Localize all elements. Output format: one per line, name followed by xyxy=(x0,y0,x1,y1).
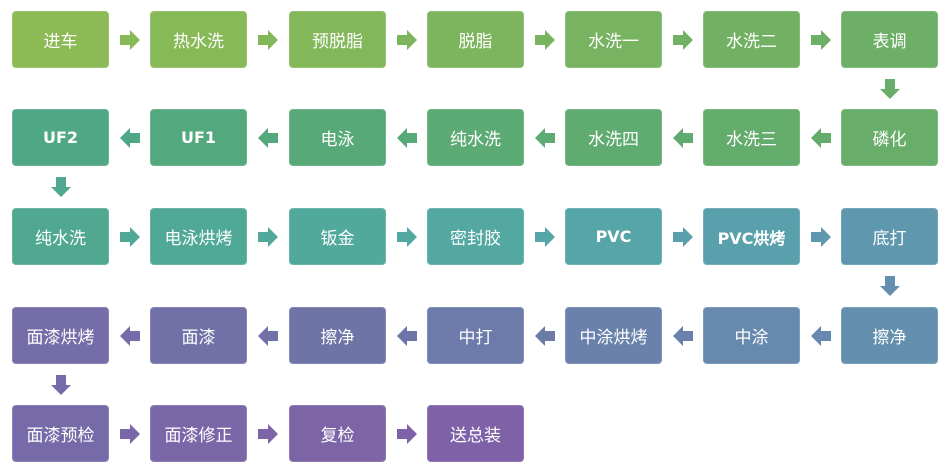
process-step: 纯水洗 xyxy=(12,208,109,265)
arrow-left-icon xyxy=(671,324,695,348)
process-step: 预脱脂 xyxy=(289,11,386,68)
arrow-left-icon xyxy=(118,324,142,348)
arrow-left-icon xyxy=(809,324,833,348)
arrow-left-icon xyxy=(256,126,280,150)
arrow-right-icon xyxy=(533,225,557,249)
process-step: 密封胶 xyxy=(427,208,524,265)
arrow-right-icon xyxy=(809,28,833,52)
process-step: PVC xyxy=(565,208,662,265)
arrow-right-icon xyxy=(256,28,280,52)
process-step: 电泳 xyxy=(289,109,386,166)
arrow-down-icon xyxy=(49,373,73,397)
arrow-right-icon xyxy=(395,28,419,52)
arrow-right-icon xyxy=(671,28,695,52)
process-step: 进车 xyxy=(12,11,109,68)
process-step: 面漆预检 xyxy=(12,405,109,462)
arrow-down-icon xyxy=(878,274,902,298)
process-step: 热水洗 xyxy=(150,11,247,68)
process-step: 水洗二 xyxy=(703,11,800,68)
process-step: 面漆修正 xyxy=(150,405,247,462)
arrow-right-icon xyxy=(395,422,419,446)
arrow-right-icon xyxy=(533,28,557,52)
process-step: 纯水洗 xyxy=(427,109,524,166)
arrow-right-icon xyxy=(671,225,695,249)
process-step: 脱脂 xyxy=(427,11,524,68)
process-step: 送总装 xyxy=(427,405,524,462)
arrow-left-icon xyxy=(533,324,557,348)
arrow-left-icon xyxy=(671,126,695,150)
arrow-down-icon xyxy=(49,175,73,199)
process-step: 钣金 xyxy=(289,208,386,265)
arrow-right-icon xyxy=(256,422,280,446)
process-step: 面漆 xyxy=(150,307,247,364)
arrow-left-icon xyxy=(395,324,419,348)
process-step: 中打 xyxy=(427,307,524,364)
process-step: 磷化 xyxy=(841,109,938,166)
arrow-left-icon xyxy=(533,126,557,150)
process-step: 面漆烘烤 xyxy=(12,307,109,364)
process-step: 水洗三 xyxy=(703,109,800,166)
process-step: 擦净 xyxy=(841,307,938,364)
arrow-right-icon xyxy=(809,225,833,249)
process-step: 水洗四 xyxy=(565,109,662,166)
process-step: 水洗一 xyxy=(565,11,662,68)
arrow-right-icon xyxy=(118,28,142,52)
arrow-left-icon xyxy=(256,324,280,348)
process-step: 中涂 xyxy=(703,307,800,364)
arrow-left-icon xyxy=(809,126,833,150)
process-step: 复检 xyxy=(289,405,386,462)
process-step: 底打 xyxy=(841,208,938,265)
process-step: UF2 xyxy=(12,109,109,166)
arrow-right-icon xyxy=(256,225,280,249)
arrow-down-icon xyxy=(878,77,902,101)
arrow-right-icon xyxy=(395,225,419,249)
process-step: 中涂烘烤 xyxy=(565,307,662,364)
arrow-left-icon xyxy=(118,126,142,150)
process-step: 电泳烘烤 xyxy=(150,208,247,265)
process-step: 表调 xyxy=(841,11,938,68)
arrow-left-icon xyxy=(395,126,419,150)
process-step: UF1 xyxy=(150,109,247,166)
process-step: PVC烘烤 xyxy=(703,208,800,265)
process-step: 擦净 xyxy=(289,307,386,364)
arrow-right-icon xyxy=(118,225,142,249)
arrow-right-icon xyxy=(118,422,142,446)
